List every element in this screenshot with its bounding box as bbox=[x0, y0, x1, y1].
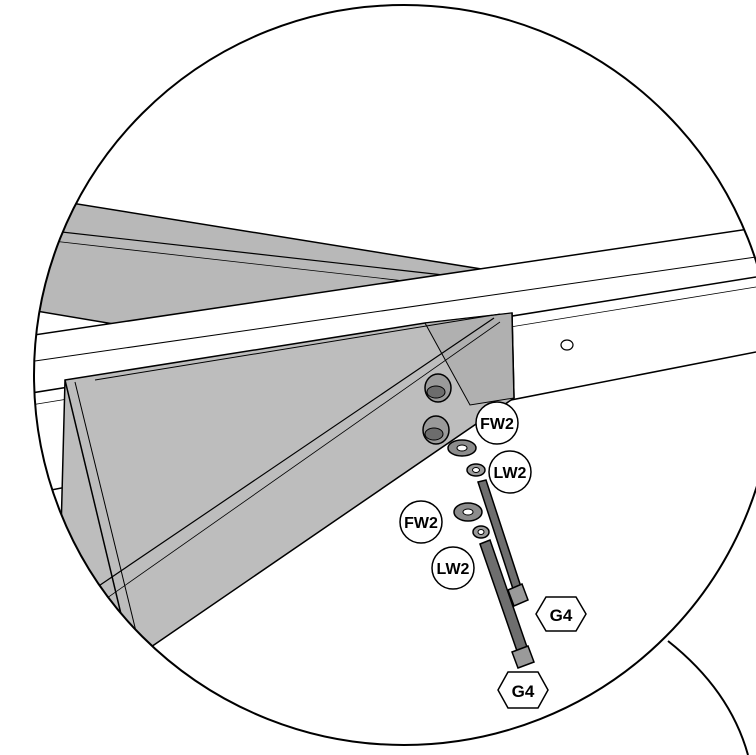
magnified-view bbox=[34, 194, 756, 669]
callout-fw2-lower: FW2 bbox=[399, 500, 443, 544]
callout-fw2-upper-label: FW2 bbox=[480, 416, 514, 433]
callout-lw2-upper-label: LW2 bbox=[494, 465, 527, 482]
secondary-detail-circle-arc bbox=[667, 640, 749, 755]
upper-fastener-stack bbox=[447, 439, 529, 607]
rail-bolt-hole bbox=[560, 339, 574, 351]
callout-lw2-upper: LW2 bbox=[488, 450, 532, 494]
callout-g4-upper: G4 bbox=[535, 596, 587, 632]
callout-g4-upper-label: G4 bbox=[550, 606, 573, 625]
beam-slot-hole-lower bbox=[422, 415, 450, 445]
callout-g4-lower: G4 bbox=[497, 671, 549, 709]
lower-fastener-stack bbox=[453, 502, 535, 669]
callout-lw2-lower: LW2 bbox=[431, 546, 475, 590]
callout-fw2-upper: FW2 bbox=[475, 401, 519, 445]
detail-circle-outline bbox=[33, 4, 756, 746]
callout-lw2-lower-label: LW2 bbox=[437, 561, 470, 578]
callout-g4-lower-label: G4 bbox=[512, 682, 535, 701]
callout-fw2-lower-label: FW2 bbox=[404, 515, 438, 532]
beam-slot-hole-upper bbox=[424, 373, 452, 403]
